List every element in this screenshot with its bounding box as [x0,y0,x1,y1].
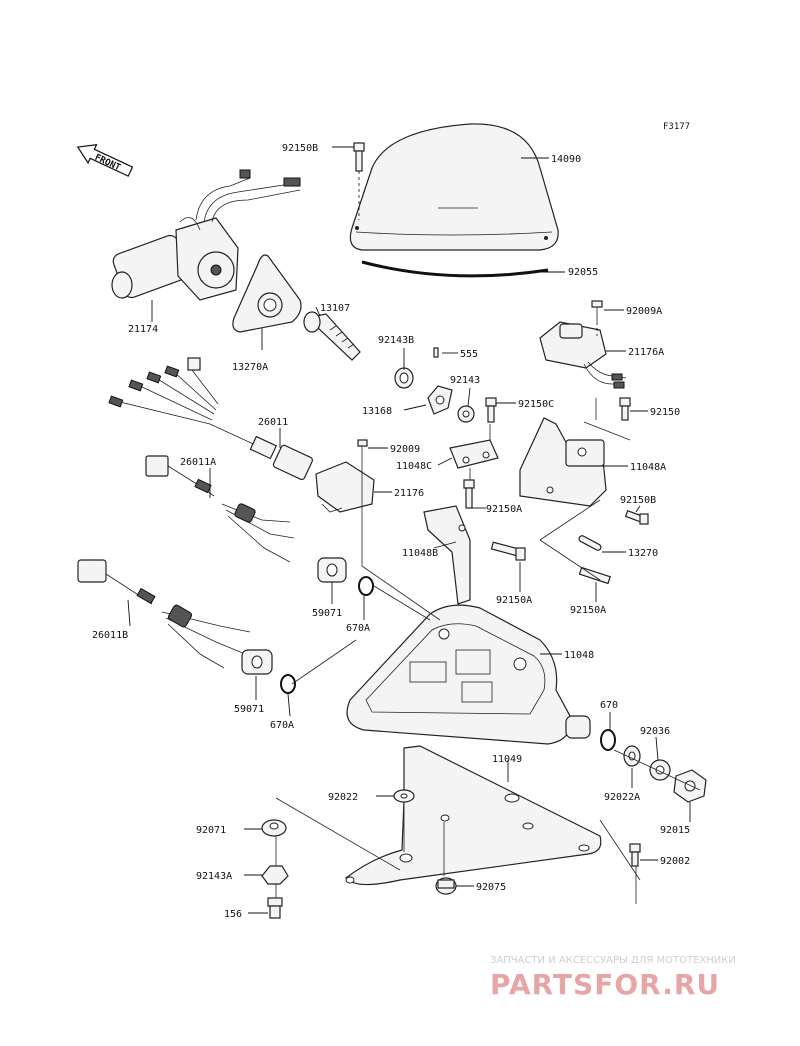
washer-92022 [393,789,415,803]
label-92015: 92015 [660,825,690,836]
label-670: 670 [600,700,618,711]
label-92002: 92002 [660,856,690,867]
label-156: 156 [224,909,242,920]
label-670A-2: 670A [270,720,294,731]
bolt-92150B-right [624,509,649,525]
label-11048: 11048 [564,650,594,661]
fitting-59071-upper [317,557,347,583]
plate-hole-marker [440,814,450,822]
label-13270A: 13270A [232,362,268,373]
bolt-156 [267,897,283,919]
label-92022: 92022 [328,792,358,803]
grommet-92036 [649,759,671,781]
bolt-92150B-top [353,142,365,172]
bolt-92150A-lower [578,566,611,585]
label-92150A-3: 92150A [570,605,606,616]
lever-13168 [427,385,453,415]
label-26011B: 26011B [92,630,128,641]
label-92150: 92150 [650,407,680,418]
label-14090: 14090 [551,154,581,165]
module-21176 [315,461,375,513]
label-92071: 92071 [196,825,226,836]
trim-motor-21174 [111,169,301,301]
label-26011: 26011 [258,417,288,428]
bolt-92150A-upper [463,479,475,509]
watermark: ЗАПЧАСТИ И АКСЕССУАРЫ ДЛЯ МОТОТЕХНИКИ PA… [490,955,736,1001]
label-92009: 92009 [390,444,420,455]
switch-21176A [539,321,627,389]
collar-92143B [394,367,414,389]
label-92055: 92055 [568,267,598,278]
washer-92022A [623,745,641,767]
label-92009A: 92009A [626,306,662,317]
oring-670 [600,729,616,751]
label-59071-1: 59071 [312,608,342,619]
arm-11048B [423,505,471,605]
bracket-11048A [519,417,607,507]
label-92143: 92143 [450,375,480,386]
label-13107: 13107 [320,303,350,314]
harness-26011A [145,455,295,563]
label-92143A: 92143A [196,871,232,882]
label-21174: 21174 [128,324,158,335]
nut-92015 [673,769,707,803]
bolt-92002 [629,843,641,867]
plate-11049 [345,745,602,886]
bolt-92150C [485,397,497,423]
label-92150B: 92150B [282,143,318,154]
label-670A-1: 670A [346,623,370,634]
oring-670A-lower [280,674,296,694]
leader-lines [127,146,701,914]
label-92036: 92036 [640,726,670,737]
plate-13270A [232,254,302,333]
part-labels: 92150B 14090 92055 21174 13107 13270A 92… [92,143,690,920]
washer-92143 [457,405,475,423]
collar-92143A [261,865,289,885]
grommet-92071 [261,819,287,837]
label-11049: 11049 [492,754,522,765]
watermark-brand: PARTSFOR.RU [490,968,720,1001]
label-11048C: 11048C [396,461,432,472]
harness-26011 [108,357,313,481]
shaft-13107 [303,311,361,361]
fitting-59071-lower [241,649,273,675]
bolt-92150A-mid [490,541,526,561]
label-11048A: 11048A [630,462,666,473]
housing-11048 [346,604,591,745]
label-21176A: 21176A [628,347,664,358]
label-92150A-1: 92150A [486,504,522,515]
label-92075: 92075 [476,882,506,893]
label-21176: 21176 [394,488,424,499]
screw-92009 [357,439,368,460]
pin-13270 [578,535,602,551]
label-555: 555 [460,349,478,360]
label-26011A: 26011A [180,457,216,468]
harness-26011B [77,559,251,669]
label-92022A: 92022A [604,792,640,803]
label-92150C: 92150C [518,399,554,410]
label-11048B: 11048B [402,548,438,559]
screw-92009A [591,300,603,322]
label-59071-2: 59071 [234,704,264,715]
watermark-tagline: ЗАПЧАСТИ И АКСЕССУАРЫ ДЛЯ МОТОТЕХНИКИ [490,955,736,966]
cover-14090 [349,123,559,251]
label-92150B-2: 92150B [620,495,656,506]
label-92150A-2: 92150A [496,595,532,606]
pin-555 [433,347,439,358]
gasket-92055 [361,260,549,278]
oring-670A-upper [358,576,374,596]
front-arrow-icon: FRONT [76,144,134,177]
label-13270: 13270 [628,548,658,559]
bracket-11048C [449,439,499,469]
bolt-92150 [619,397,631,421]
label-92143B: 92143B [378,335,414,346]
label-13168: 13168 [362,406,392,417]
grommet-92075 [435,877,457,895]
diagram-code: F3177 [663,122,690,132]
